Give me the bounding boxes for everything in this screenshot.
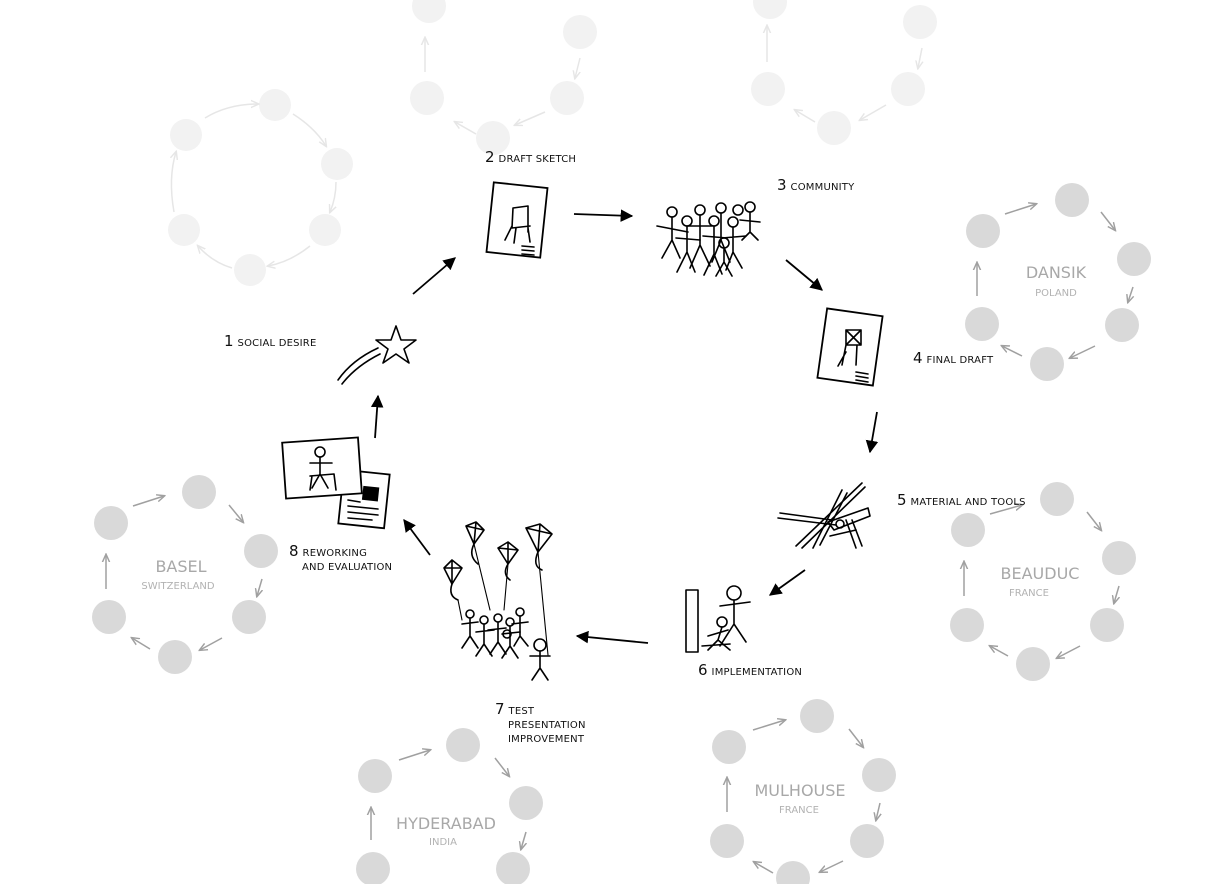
step-number-3: 3 — [777, 176, 787, 194]
step-number-6: 6 — [698, 661, 708, 679]
step-text-2: DRAFT SKETCH — [499, 154, 577, 165]
step-text-7b: PRESENTATION — [508, 720, 586, 731]
step-label-6: 6 IMPLEMENTATION — [698, 661, 802, 679]
step-text-7a: TEST — [508, 706, 535, 717]
step-text-3: COMMUNITY — [791, 182, 856, 193]
arrow-1-to-2 — [412, 257, 456, 295]
arrow-2-to-3 — [573, 209, 634, 222]
step-text-6: IMPLEMENTATION — [712, 667, 803, 678]
step-label-4: 4 FINAL DRAFT — [913, 349, 994, 367]
city-cycle-mulhouse: MULHOUSE FRANCE — [710, 699, 896, 884]
step-number-8: 8 — [289, 542, 299, 560]
city-cycle-beauduc: BEAUDUC FRANCE — [950, 482, 1136, 681]
step-number-4: 4 — [913, 349, 923, 367]
city-country-dansik: POLAND — [1035, 288, 1077, 299]
step-text-1: SOCIAL DESIRE — [238, 338, 317, 349]
arrow-4-to-5 — [865, 411, 879, 454]
final-draft-icon — [816, 307, 884, 387]
arrow-5-to-6 — [768, 569, 806, 596]
city-name-mulhouse: MULHOUSE — [754, 781, 845, 800]
arrow-3-to-4 — [785, 259, 823, 291]
step-number-2: 2 — [485, 148, 495, 166]
city-country-beauduc: FRANCE — [1009, 588, 1049, 599]
city-country-basel: SWITZERLAND — [141, 581, 215, 592]
step-label-2: 2 DRAFT SKETCH — [485, 148, 576, 166]
step-text-8a: REWORKING — [303, 548, 368, 559]
step-text-7c: IMPROVEMENT — [508, 734, 585, 745]
material-tools-icon — [777, 482, 871, 549]
city-cycle-hyderabad: HYDERABAD INDIA — [356, 728, 543, 884]
implementation-icon — [685, 585, 751, 653]
star-icon — [337, 325, 417, 385]
kites-crowd-icon — [443, 521, 553, 681]
faint-cycle-top-center — [410, 0, 597, 155]
step-number-7: 7 — [495, 700, 505, 718]
city-name-hyderabad: HYDERABAD — [396, 814, 496, 833]
city-name-beauduc: BEAUDUC — [1001, 564, 1080, 583]
city-name-basel: BASEL — [155, 557, 206, 576]
arrow-6-to-7 — [575, 630, 649, 644]
step-label-8: 8 REWORKING AND EVALUATION — [289, 542, 392, 573]
step-text-5: MATERIAL AND TOOLS — [911, 497, 1026, 508]
city-country-mulhouse: FRANCE — [779, 805, 819, 816]
community-crowd-icon — [656, 201, 761, 277]
arrow-7-to-8 — [403, 518, 431, 556]
city-cycle-basel: BASEL SWITZERLAND — [92, 475, 278, 674]
step-text-4: FINAL DRAFT — [927, 355, 994, 366]
main-cycle-arrows — [370, 209, 879, 644]
step-number-1: 1 — [224, 332, 234, 350]
step-label-5: 5 MATERIAL AND TOOLS — [897, 491, 1026, 509]
city-country-hyderabad: INDIA — [429, 837, 457, 848]
step-text-8b: AND EVALUATION — [302, 562, 392, 573]
reworking-papers-icon — [281, 436, 391, 530]
step-number-5: 5 — [897, 491, 907, 509]
step-label-1: 1 SOCIAL DESIRE — [224, 332, 316, 350]
arrow-8-to-1 — [370, 394, 384, 439]
city-cycle-dansik: DANSIK POLAND — [965, 183, 1151, 381]
faint-cycle-top-right — [751, 0, 937, 145]
step-label-3: 3 COMMUNITY — [777, 176, 855, 194]
draft-sketch-icon — [485, 181, 549, 259]
city-name-dansik: DANSIK — [1026, 263, 1087, 282]
faint-cycle-top-left — [168, 89, 353, 286]
